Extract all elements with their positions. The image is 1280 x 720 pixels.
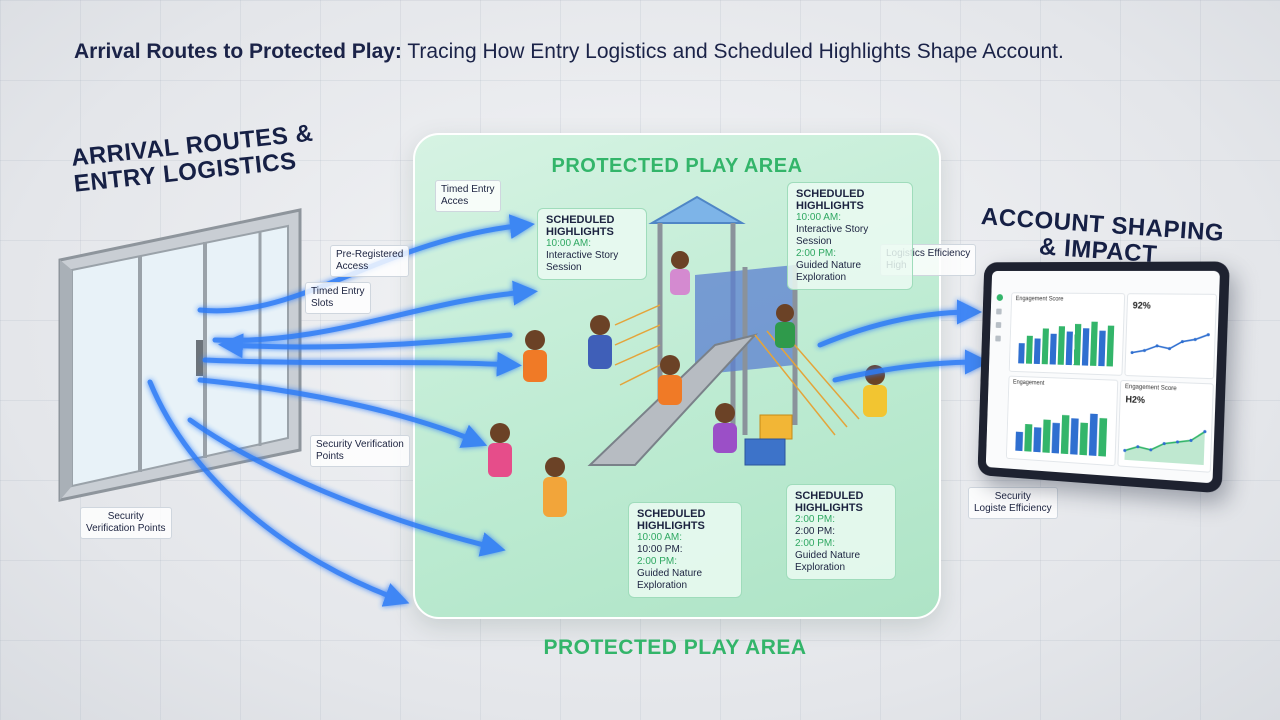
tag-line: Slots — [311, 298, 334, 309]
title-rest: Tracing How Entry Logistics and Schedule… — [401, 40, 1064, 63]
tag-line: Verification Points — [86, 523, 166, 534]
dashboard-home-icon[interactable] — [996, 294, 1004, 301]
title-bold: Arrival Routes to Protected Play: — [74, 40, 402, 63]
chart-bar — [1033, 427, 1042, 453]
card-line: Session — [796, 236, 832, 247]
chart-bar — [1060, 414, 1070, 455]
card-heading: SCHEDULED — [546, 214, 615, 226]
card-line: Interactive Story — [796, 224, 869, 235]
card-heading: SCHEDULED — [637, 508, 706, 520]
schedule-card-2: SCHEDULED HIGHLIGHTS 10:00 AM: Interacti… — [787, 182, 913, 290]
chart-bar — [1090, 321, 1098, 366]
card-time: 10:00 AM: — [796, 212, 842, 223]
tag-line: Acces — [441, 196, 469, 207]
chart-bar — [1051, 422, 1060, 454]
schedule-card-3: SCHEDULED HIGHLIGHTS 10:00 AM: 10:00 PM:… — [628, 502, 742, 598]
card-line: Guided Nature — [796, 260, 862, 271]
chart-bar — [1098, 330, 1106, 367]
entry-door-illustration — [58, 208, 302, 502]
chart-bar — [1033, 338, 1041, 365]
tablet-screen: Engagement Score 92% Engagement Engageme… — [985, 270, 1220, 484]
card-line: Guided Nature — [637, 568, 703, 579]
chart-bar — [1057, 326, 1066, 365]
card-line: Guided Nature — [795, 550, 861, 561]
schedule-card-1: SCHEDULED HIGHLIGHTS 10:00 AM: Interacti… — [537, 208, 647, 280]
line-chart-1 — [1125, 294, 1216, 378]
dashboard-panel-4: Engagement Score H2% — [1117, 379, 1214, 473]
chart-bar — [1049, 333, 1057, 365]
tag-line: Security — [994, 491, 1031, 502]
card-heading: SCHEDULED — [795, 490, 864, 502]
chart-bar — [1042, 419, 1051, 453]
card-time: 10:00 AM: — [546, 238, 592, 249]
card-line: Exploration — [637, 580, 688, 591]
chart-bar — [1015, 431, 1024, 452]
card-line: 10:00 PM: — [637, 544, 683, 555]
area-bottom-title: PROTECTED PLAY AREA — [543, 636, 807, 659]
card-heading: HIGHLIGHTS — [546, 226, 614, 238]
tag-line: Pre-Registered — [336, 249, 404, 260]
chart-bar — [1018, 343, 1025, 364]
tablet-sidebar — [995, 294, 1004, 342]
dashboard-nav-icon[interactable] — [995, 322, 1002, 328]
chart-bar — [1073, 323, 1082, 366]
schedule-card-4: SCHEDULED HIGHLIGHTS 2:00 PM: 2:00 PM: 2… — [786, 484, 896, 580]
dashboard-panel-2: 92% — [1124, 293, 1218, 380]
chart-bar — [1098, 418, 1108, 457]
chart-bar — [1070, 418, 1079, 455]
bar-chart-1 — [1018, 321, 1115, 367]
chart-bar — [1065, 331, 1073, 366]
dashboard-panel-1: Engagement Score — [1008, 292, 1126, 376]
card-heading: HIGHLIGHTS — [796, 200, 864, 212]
page-title: Arrival Routes to Protected Play: Tracin… — [74, 40, 1064, 64]
card-time: 2:00 PM: — [796, 248, 837, 259]
card-line: Interactive Story — [546, 250, 619, 261]
card-line: Session — [546, 262, 582, 273]
card-line: 2:00 PM: — [795, 526, 836, 537]
card-time: 2:00 PM: — [795, 538, 836, 549]
tag-line: Logistics Efficiency — [886, 248, 971, 259]
tablet-dashboard: Engagement Score 92% Engagement Engageme… — [977, 261, 1230, 494]
area-title: PROTECTED PLAY AREA — [551, 155, 803, 177]
tag-line: Timed Entry — [311, 286, 365, 297]
tag-line: Timed Entry — [441, 184, 495, 195]
dashboard-panel-3: Engagement — [1005, 375, 1119, 467]
card-line: Exploration — [796, 272, 847, 283]
chart-bar — [1024, 423, 1033, 452]
chart-bar — [1025, 335, 1033, 364]
card-time: 2:00 PM: — [795, 514, 836, 525]
dashboard-nav-icon[interactable] — [996, 308, 1002, 315]
chart-bar — [1081, 328, 1090, 366]
tag-line: Security — [107, 511, 144, 522]
chart-bar — [1041, 328, 1049, 365]
dashboard-nav-icon[interactable] — [995, 335, 1001, 342]
tag-line: Points — [316, 451, 344, 462]
card-heading: SCHEDULED — [796, 188, 865, 200]
chart-bar — [1079, 422, 1088, 456]
bar-chart-2 — [1015, 413, 1108, 457]
chart-bar — [1106, 325, 1115, 367]
card-heading: HIGHLIGHTS — [795, 502, 863, 514]
area-chart-1 — [1118, 381, 1212, 466]
chart-bar — [1088, 413, 1098, 456]
card-time: 10:00 AM: — [637, 532, 683, 543]
chart-point — [1130, 350, 1134, 355]
card-line: Exploration — [795, 562, 846, 573]
tag-line: Access — [336, 261, 369, 272]
tag-line: Security Verification — [316, 439, 404, 450]
card-time: 2:00 PM: — [637, 556, 678, 567]
tag-line: Logiste Efficiency — [974, 503, 1052, 514]
card-heading: HIGHLIGHTS — [637, 520, 705, 532]
